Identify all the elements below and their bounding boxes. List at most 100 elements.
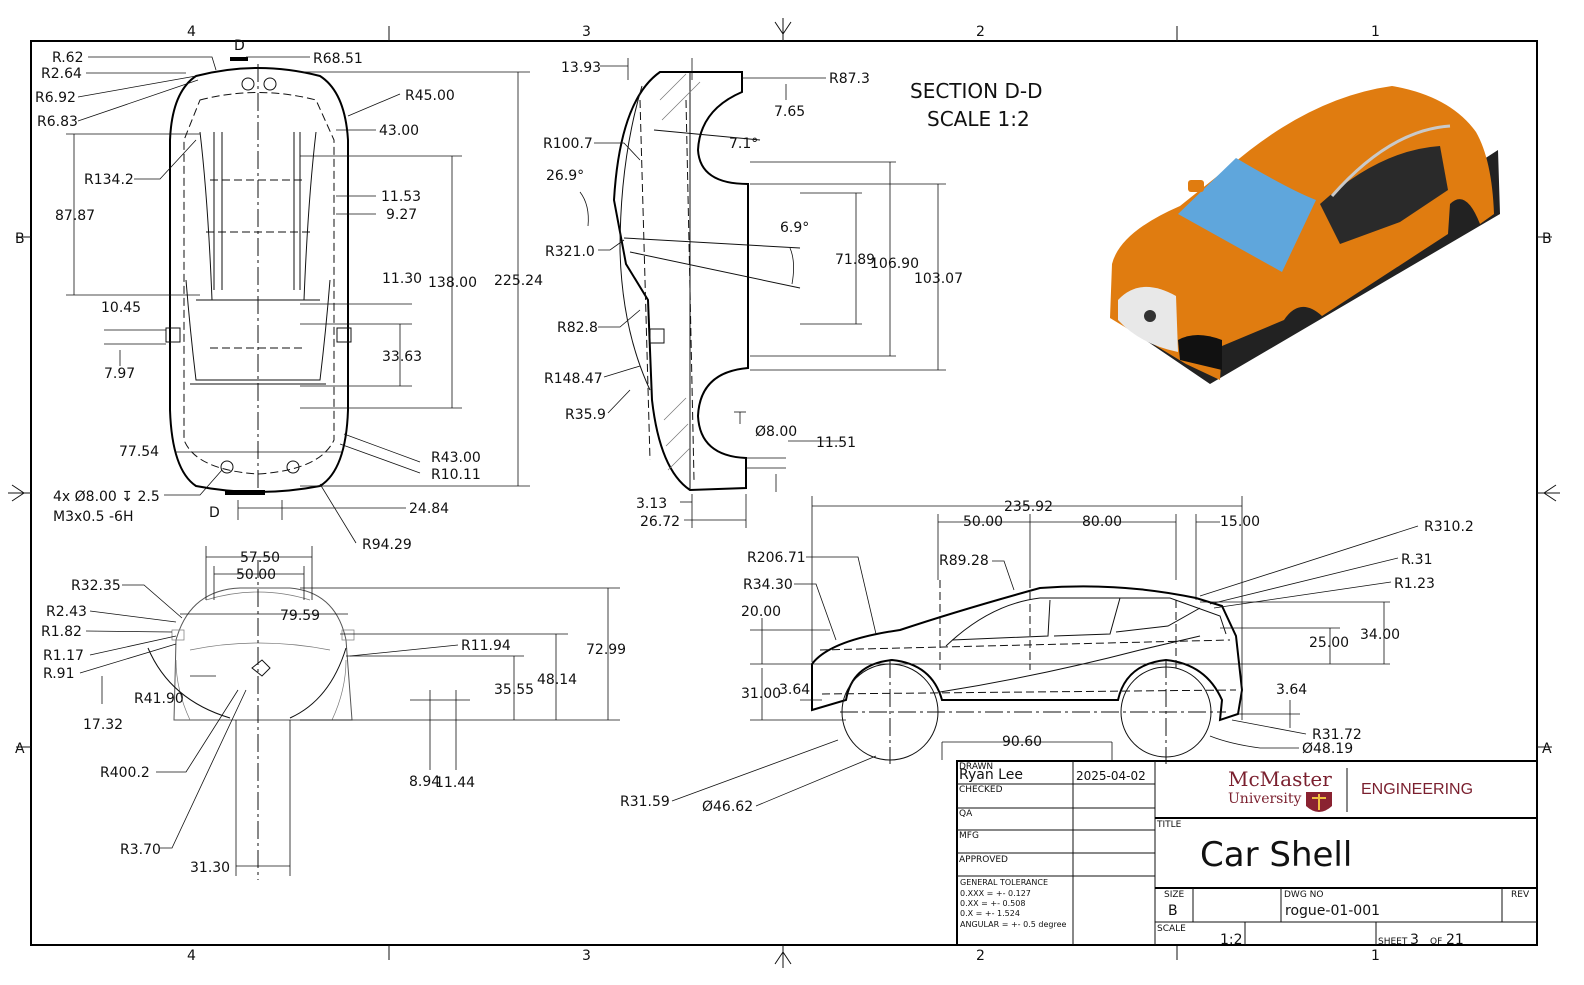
hole-note-thread: M3x0.5 -6H [53,509,133,525]
top-view: D D R.62 R68.51 R2.64 R6.92 R6.83 R45.00… [35,38,543,553]
dim-72-99: 72.99 [586,642,626,658]
dim-r82-8: R82.8 [557,320,598,336]
dim-103-07: 103.07 [914,271,963,287]
dim-r31-72: R31.72 [1312,727,1362,743]
dim-r31-59: R31.59 [620,794,670,810]
dim-77-54: 77.54 [119,444,159,460]
dim-17-32: 17.32 [83,717,123,733]
checked-label: CHECKED [959,785,1003,795]
dim-dia-48-19: Ø48.19 [1302,741,1353,757]
dim-25-00: 25.00 [1309,635,1349,651]
sheet-number: 3 [1410,932,1419,948]
zone-col-4-bottom: 4 [187,948,196,964]
dim-r206-71: R206.71 [747,550,806,566]
size-value: B [1168,903,1178,919]
zone-labels: 4 3 2 1 4 3 2 1 B A B A [15,24,1552,964]
dim-r310-2: R310.2 [1424,519,1474,535]
dim-r400-2: R400.2 [100,765,150,781]
dim-r87-3: R87.3 [829,71,870,87]
dim-71-89: 71.89 [835,252,875,268]
dim-r32-35: R32.35 [71,578,121,594]
zone-row-b-left: B [15,231,25,247]
dim-13-93: 13.93 [561,60,601,76]
dim-7-65: 7.65 [774,104,805,120]
section-title: SECTION D-D [910,79,1043,103]
dim-15-00: 15.00 [1220,514,1260,530]
dim-31-00: 31.00 [741,686,781,702]
sheet-label: SHEET [1378,937,1408,947]
dim-dia-46-62: Ø46.62 [702,799,753,815]
dim-48-14: 48.14 [537,672,577,688]
hatch-pattern [659,73,701,471]
dim-11-30: 11.30 [382,271,422,287]
dim-31-30: 31.30 [190,860,230,876]
zone-col-3-bottom: 3 [582,948,591,964]
dim-dia-8-00-section: Ø8.00 [755,424,797,440]
dim-7-97: 7.97 [104,366,135,382]
dwg-no-value: rogue-01-001 [1285,903,1380,919]
title-label: TITLE [1156,820,1182,830]
dim-r-31: R.31 [1401,552,1433,568]
dim-106-90: 106.90 [870,256,919,272]
dim-3-64-rear: 3.64 [1276,682,1307,698]
tol-line-3: 0.X = +- 1.524 [960,909,1020,918]
dim-57-50: 57.50 [240,550,280,566]
dim-r6-83: R6.83 [37,114,78,130]
qa-label: QA [959,809,973,819]
approved-label: APPROVED [959,855,1008,865]
size-label: SIZE [1164,890,1185,900]
dim-11-53: 11.53 [381,189,421,205]
logo-name: McMaster [1228,767,1332,791]
dim-r6-92: R6.92 [35,90,76,106]
dim-235-92: 235.92 [1004,499,1053,515]
dim-r134-2: R134.2 [84,172,134,188]
tol-line-4: ANGULAR = +- 0.5 degree [960,920,1066,929]
dim-6-9-deg: 6.9° [780,220,809,236]
sheet-total: 21 [1446,932,1464,948]
dim-r34-30: R34.30 [743,577,793,593]
dim-r1-23: R1.23 [1394,576,1435,592]
dim-3-64-front: 3.64 [779,682,810,698]
dim-34-00: 34.00 [1360,627,1400,643]
dim-r-62: R.62 [52,50,84,66]
dim-87-87: 87.87 [55,208,95,224]
scale-value: 1:2 [1220,932,1243,948]
dim-90-60: 90.60 [1002,734,1042,750]
dim-r1-82: R1.82 [41,624,82,640]
mfg-label: MFG [959,831,979,841]
dim-50-00-front: 50.00 [236,567,276,583]
isometric-car-render [1110,86,1500,384]
dim-8-94: 8.94 [409,774,440,790]
zone-col-1-top: 1 [1371,24,1380,40]
dim-225-24: 225.24 [494,273,543,289]
drawn-date: 2025-04-02 [1076,769,1146,783]
dim-r1-17: R1.17 [43,648,84,664]
dim-138-00: 138.00 [428,275,477,291]
sheet-of-label: OF [1430,937,1442,947]
section-view: SECTION D-D SCALE 1:2 [543,58,1043,530]
dim-r41-90: R41.90 [134,691,184,707]
dim-24-84: 24.84 [409,501,449,517]
dim-79-59: 79.59 [280,608,320,624]
dim-r2-64: R2.64 [41,66,82,82]
dim-3-13: 3.13 [636,496,667,512]
dim-r68-51: R68.51 [313,51,363,67]
dim-80-00: 80.00 [1082,514,1122,530]
dim-r11-94: R11.94 [461,638,511,654]
drawn-name: Ryan Lee [959,767,1023,783]
dim-20-00: 20.00 [741,604,781,620]
drawing-title: Car Shell [1200,835,1352,875]
zone-row-b-right: B [1542,231,1552,247]
dim-r321-0: R321.0 [545,244,595,260]
dim-r100-7: R100.7 [543,136,593,152]
dim-26-9-deg: 26.9° [546,168,584,184]
title-block: DRAWN Ryan Lee 2025-04-02 CHECKED QA MFG… [956,760,1538,948]
department-name: ENGINEERING [1361,781,1473,798]
dim-10-45: 10.45 [101,300,141,316]
section-cut-label-top: D [234,38,245,54]
dim-r43-00: R43.00 [431,450,481,466]
zone-ticks [16,26,1552,960]
dim-r94-29: R94.29 [362,537,412,553]
section-scale: SCALE 1:2 [927,107,1030,131]
